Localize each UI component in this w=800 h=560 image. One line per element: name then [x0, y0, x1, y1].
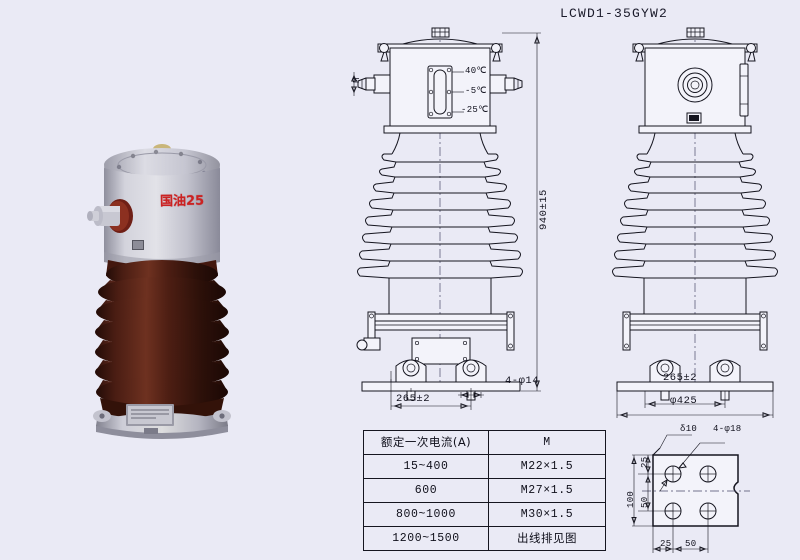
detail-dim-100-vertical: 100 — [626, 490, 636, 508]
product-photo: 国油25 — [86, 140, 238, 440]
oil-gauge-mark-high: 40℃ — [465, 66, 487, 76]
table-row: 800~1000 M30×1.5 — [363, 502, 606, 527]
front-height-dimension: 940±15 — [538, 189, 550, 230]
side-view-drawing — [612, 27, 778, 418]
detail-dim-50-horizontal: 50 — [685, 539, 697, 549]
detail-dim-25-vertical: 25 — [640, 456, 650, 468]
cell-thread: M22×1.5 — [488, 454, 606, 479]
table-header-thread: M — [488, 430, 606, 455]
table-row: 1200~1500 出线排见图 — [363, 526, 606, 551]
cell-current: 800~1000 — [363, 502, 489, 527]
front-terminal-label: M — [352, 77, 362, 83]
detail-thickness-label: δ10 — [680, 424, 698, 434]
mounting-plate-detail — [631, 434, 750, 553]
drawing-title: LCWD1-35GYW2 — [560, 6, 669, 21]
cell-current: 600 — [363, 478, 489, 503]
cell-current: 1200~1500 — [363, 526, 489, 551]
detail-dim-25-horizontal: 25 — [660, 539, 672, 549]
front-hole-dimension: 4-φ14 — [505, 375, 540, 387]
detail-dim-50-vertical: 50 — [640, 496, 650, 508]
side-base-dimension: 265±2 — [663, 372, 698, 384]
cell-current: 15~400 — [363, 454, 489, 479]
spec-table: 额定一次电流(A) M 15~400 M22×1.5 600 M27×1.5 8… — [363, 430, 606, 551]
oil-gauge-mark-mid: -5℃ — [465, 86, 487, 96]
table-row: 15~400 M22×1.5 — [363, 454, 606, 479]
photo-brand-label: 国油25 — [159, 193, 205, 210]
table-header-current: 额定一次电流(A) — [363, 430, 489, 455]
cell-thread: M30×1.5 — [488, 502, 606, 527]
table-row: 600 M27×1.5 — [363, 478, 606, 503]
cell-thread: M27×1.5 — [488, 478, 606, 503]
front-base-dimension: 265±2 — [396, 393, 431, 405]
cell-thread: 出线排见图 — [488, 526, 606, 551]
side-flange-dimension: φ425 — [670, 395, 698, 407]
table-header-row: 额定一次电流(A) M — [363, 430, 606, 455]
oil-gauge-mark-low: -25℃ — [461, 105, 489, 115]
detail-holes-label: 4-φ18 — [713, 424, 742, 434]
front-view-drawing — [351, 27, 541, 410]
